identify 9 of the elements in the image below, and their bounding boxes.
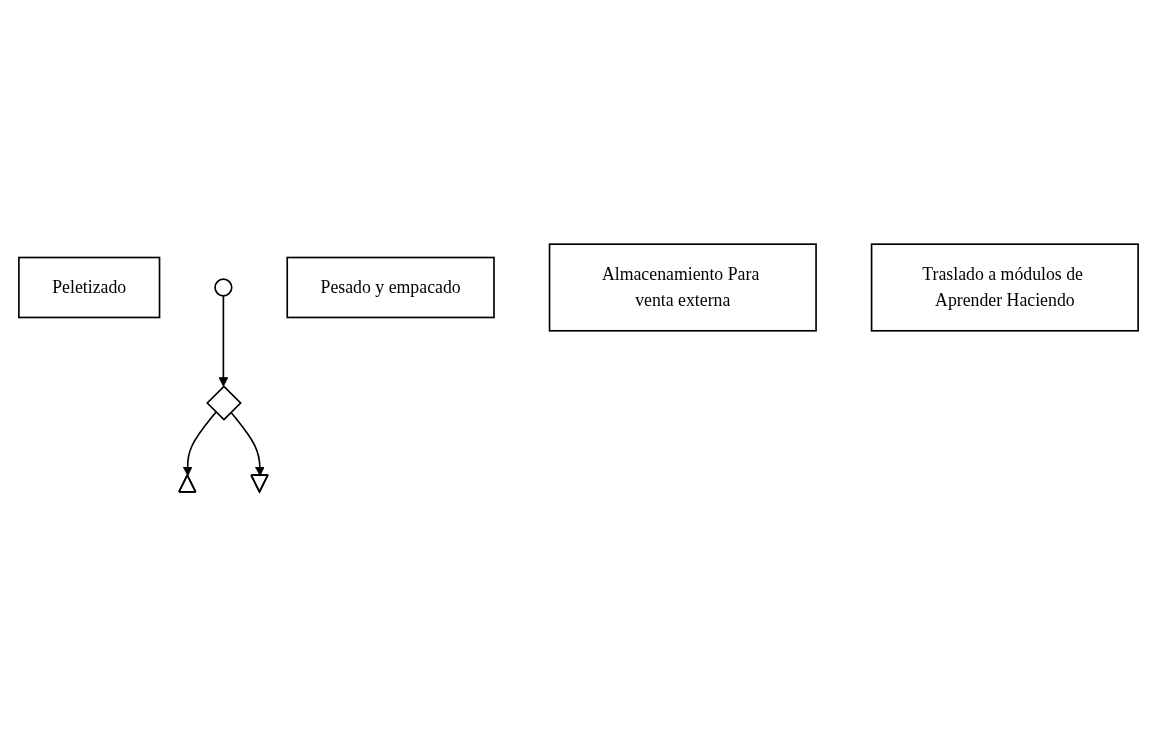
node-diamond — [206, 385, 242, 421]
arrow — [230, 411, 265, 477]
node-circle — [214, 278, 233, 297]
node-box: Pesado y empacado — [286, 256, 495, 319]
node-box: Traslado a módulos de Aprender Haciendo — [870, 243, 1139, 332]
arrow — [218, 295, 229, 387]
arrow — [182, 411, 217, 477]
node-box: Almacenamiento Para venta externa — [548, 243, 817, 332]
node-box: Peletizado — [18, 256, 161, 319]
